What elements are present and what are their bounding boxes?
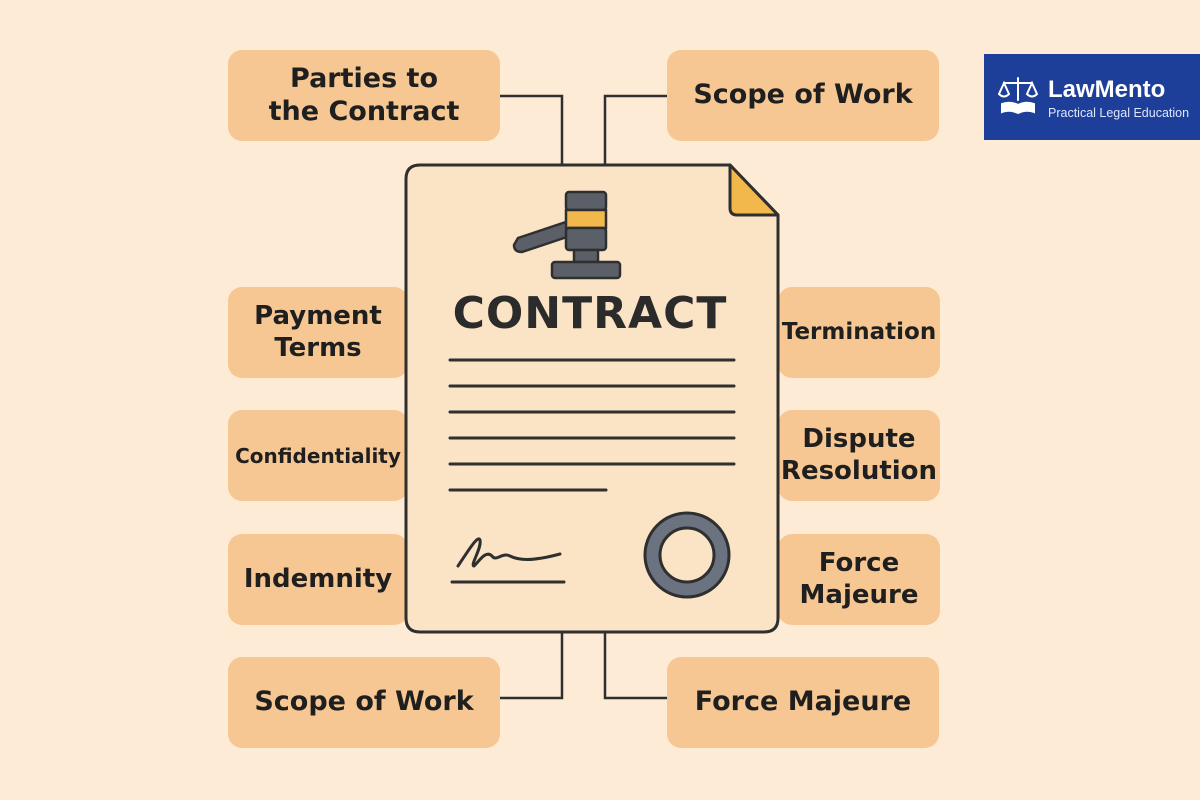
connector-bottom-right [603, 632, 667, 700]
signature-icon [450, 537, 566, 584]
lawmento-logo: LawMento Practical Legal Education [984, 54, 1200, 140]
seal-icon [643, 511, 731, 599]
logo-tagline: Practical Legal Education [1048, 106, 1190, 120]
logo-name: LawMento [1048, 76, 1166, 103]
clause-indemnity: Indemnity [228, 534, 408, 625]
clause-scope-of-work-top: Scope of Work [667, 50, 939, 141]
document-text-lines [448, 358, 736, 492]
contract-title: CONTRACT [452, 288, 728, 339]
page-curl [728, 163, 780, 217]
scales-of-justice-icon [997, 77, 1039, 115]
clause-termination: Termination [778, 287, 940, 378]
connector-top-right [603, 94, 667, 165]
connector-top-left [500, 94, 564, 165]
clause-force-majeure-bottom: Force Majeure [667, 657, 939, 748]
clause-confidentiality: Confidentiality [228, 410, 408, 501]
clause-scope-of-work-bottom: Scope of Work [228, 657, 500, 748]
gavel-icon [512, 190, 622, 280]
connector-bottom-left [500, 632, 564, 700]
